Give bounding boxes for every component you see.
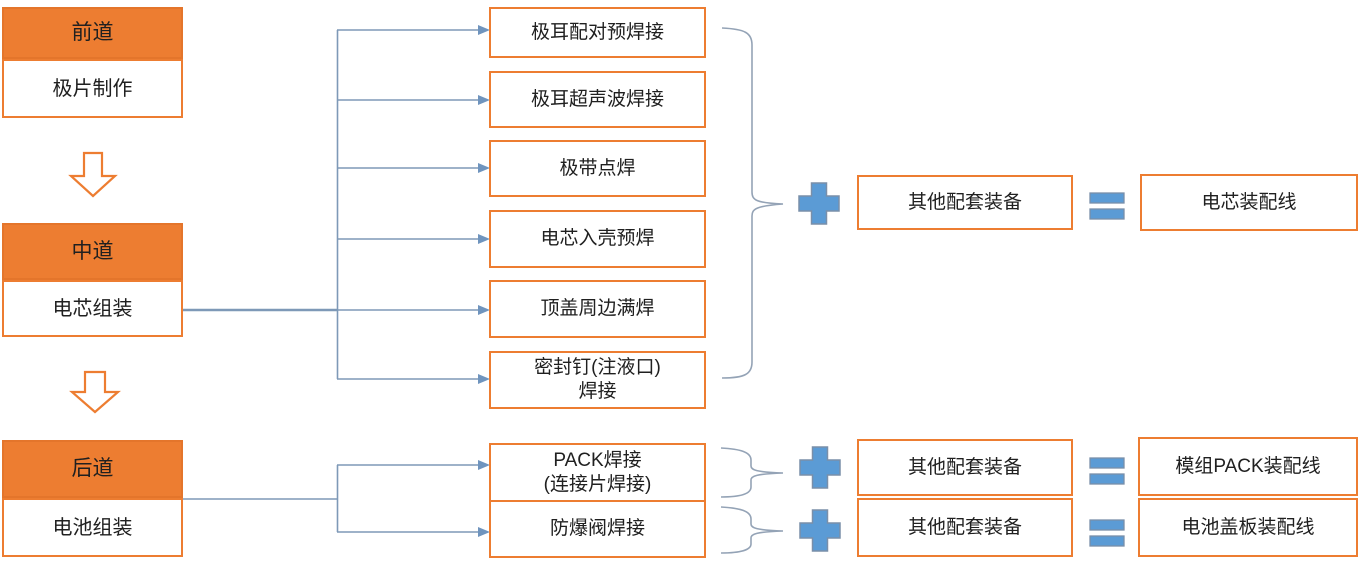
process-label: 焊接 xyxy=(578,381,617,402)
arrowhead-icon xyxy=(478,25,490,384)
other-equipment-box: 其他配套装备 xyxy=(857,175,1073,230)
process-box-tab-pairing-prewelding: 极耳配对预焊接 xyxy=(489,7,706,58)
process-label: PACK焊接 xyxy=(553,449,642,471)
stage-body-battery-assembly: 电池组装 xyxy=(2,498,183,557)
stage-header-label: 后道 xyxy=(71,457,114,480)
stage-header-front: 前道 xyxy=(2,7,183,59)
process-box-sealing-pin-welding: 密封钉(注液口) 焊接 xyxy=(489,351,706,409)
arrowhead-icon xyxy=(478,460,490,537)
process-label: 极耳配对预焊接 xyxy=(530,21,664,43)
assembly-line-label: 模组PACK装配线 xyxy=(1175,455,1321,477)
stage-header-label: 中道 xyxy=(71,239,114,263)
stage-header-back: 后道 xyxy=(2,440,183,498)
assembly-line-label: 电芯装配线 xyxy=(1201,191,1297,213)
process-box-top-cover-full-welding: 顶盖周边满焊 xyxy=(489,280,706,338)
process-box-vent-valve-welding: 防爆阀焊接 xyxy=(489,500,706,558)
other-equipment-label: 其他配套装备 xyxy=(907,516,1022,538)
equals-icon xyxy=(1089,192,1125,547)
assembly-line-label: 电池盖板装配线 xyxy=(1181,516,1315,538)
process-label: 密封钉(注液口) xyxy=(534,357,661,378)
other-equipment-box: 其他配套装备 xyxy=(857,439,1073,496)
stage-body-label: 电芯组装 xyxy=(52,297,133,320)
process-box-strip-spot-welding: 极带点焊 xyxy=(489,140,706,197)
process-box-tab-ultrasonic-welding: 极耳超声波焊接 xyxy=(489,71,706,128)
stage-body-label: 极片制作 xyxy=(52,77,133,100)
stage-body-label: 电池组装 xyxy=(52,516,133,539)
down-arrow-icon xyxy=(68,151,118,198)
process-label: 极耳超声波焊接 xyxy=(530,88,664,110)
process-label: (连接片焊接) xyxy=(543,473,652,495)
stage-header-label: 前道 xyxy=(71,21,114,44)
process-box-cell-casing-prewelding: 电芯入壳预焊 xyxy=(489,210,706,268)
assembly-line-result-box-module-pack: 模组PACK装配线 xyxy=(1138,437,1358,496)
other-equipment-label: 其他配套装备 xyxy=(907,191,1022,213)
stage-body-cell-assembly: 电芯组装 xyxy=(2,280,183,337)
process-label: 防爆阀焊接 xyxy=(549,518,645,539)
process-label: 顶盖周边满焊 xyxy=(540,298,655,319)
down-arrow-icon xyxy=(69,370,121,414)
stage-header-middle: 中道 xyxy=(2,223,183,280)
process-label: 电芯入壳预焊 xyxy=(540,228,655,249)
other-equipment-box: 其他配套装备 xyxy=(857,498,1073,557)
curly-brace-small xyxy=(720,506,784,554)
branch-lines-pack xyxy=(337,464,479,533)
assembly-line-result-box-cell: 电芯装配线 xyxy=(1140,174,1358,231)
branch-lines-cell xyxy=(337,29,479,380)
stage-body-electrode: 极片制作 xyxy=(2,59,183,118)
curly-brace-large xyxy=(721,27,784,379)
other-equipment-label: 其他配套装备 xyxy=(907,456,1022,478)
plus-icon xyxy=(798,182,841,552)
process-box-pack-welding: PACK焊接 (连接片焊接) xyxy=(489,443,706,502)
assembly-line-result-box-cover-plate: 电池盖板装配线 xyxy=(1138,498,1358,557)
process-label: 极带点焊 xyxy=(559,157,636,179)
curly-brace-small xyxy=(720,447,784,498)
